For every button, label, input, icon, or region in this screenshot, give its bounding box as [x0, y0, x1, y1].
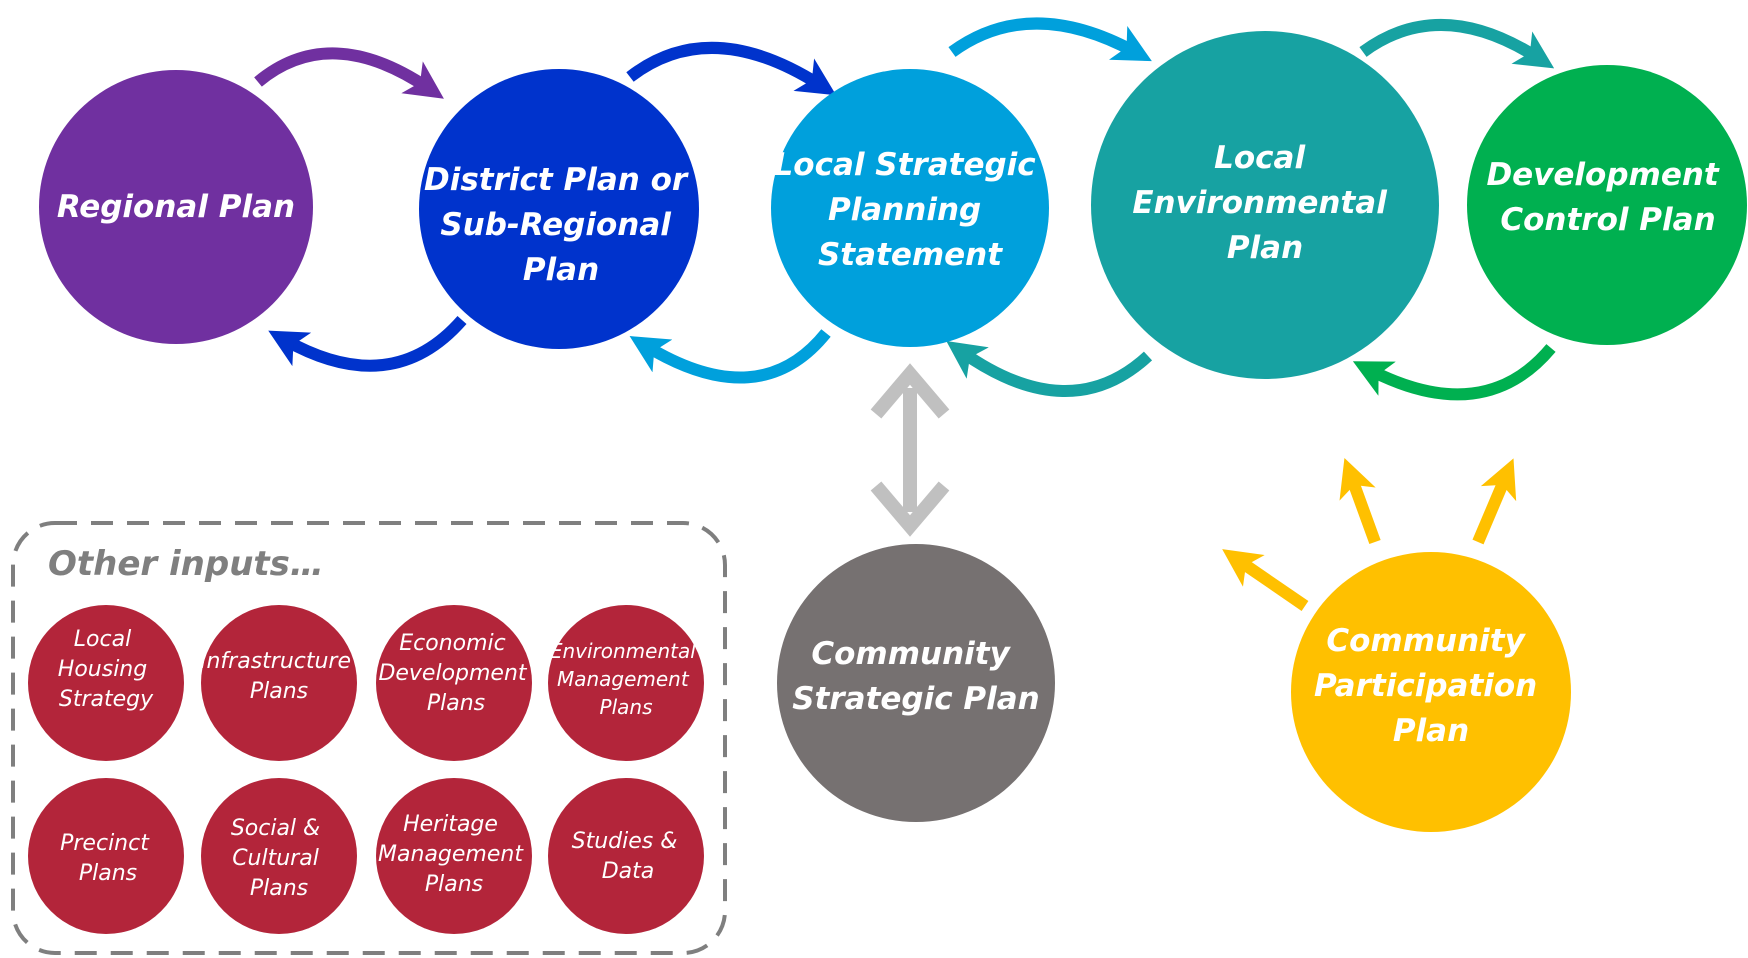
- arrow-lsps-to-lep: [948, 17, 1152, 62]
- other-input-label: Heritage Management Plans: [378, 812, 530, 897]
- other-input-circle: [28, 605, 184, 761]
- arrow-district-to-regional: [268, 316, 467, 372]
- arrow-district-to-lsps: [626, 41, 837, 96]
- lsps-circle: [771, 69, 1049, 347]
- arrow-regional-to-district: [254, 47, 444, 99]
- arrow-lep-to-dcp: [1359, 18, 1555, 69]
- arrow-lep-to-lsps: [946, 340, 1153, 397]
- other-input-circle: [376, 605, 532, 761]
- district-plan-node: District Plan or Sub-Regional Plan: [419, 69, 699, 349]
- other-inputs-group: Other inputs… Local Housing Strategy Inf…: [11, 521, 727, 955]
- dcp-node: Development Control Plan: [1467, 65, 1747, 345]
- community-strategic-plan-node: Community Strategic Plan: [777, 544, 1055, 822]
- other-inputs-title: Other inputs…: [48, 544, 324, 584]
- other-input-social-cultural: Social & Cultural Plans: [201, 778, 357, 934]
- other-input-economic-development: Economic Development Plans: [376, 605, 533, 761]
- district-plan-label: District Plan or Sub-Regional Plan: [424, 162, 698, 288]
- other-input-infrastructure: Infrastructure Plans: [200, 605, 358, 761]
- community-participation-plan-circle: [1291, 552, 1571, 832]
- dcp-circle: [1467, 65, 1747, 345]
- community-strategic-plan-circle: [777, 544, 1055, 822]
- other-input-label: Infrastructure Plans: [200, 649, 358, 704]
- other-input-circle: [201, 778, 357, 934]
- backward-arrows: [268, 316, 1556, 401]
- regional-plan-label: Regional Plan: [57, 189, 295, 225]
- other-input-circle: [548, 605, 704, 761]
- other-input-label: Precinct Plans: [60, 831, 156, 886]
- other-input-heritage-management: Heritage Management Plans: [376, 778, 532, 934]
- other-input-circle: [376, 778, 532, 934]
- other-input-label: Local Housing Strategy: [58, 627, 154, 712]
- dcp-label: Development Control Plan: [1486, 157, 1729, 238]
- arrow-dcp-to-lep: [1352, 344, 1556, 401]
- main-plan-nodes: Regional Plan District Plan or Sub-Regio…: [39, 31, 1747, 379]
- other-inputs-border: [11, 521, 727, 955]
- regional-plan-circle: [39, 70, 313, 344]
- other-input-label: Social & Cultural Plans: [231, 816, 327, 901]
- other-input-circle: [201, 605, 357, 761]
- lep-node: Local Environmental Plan: [1091, 31, 1439, 379]
- community-participation-plan-label: Community Participation Plan: [1314, 623, 1548, 749]
- lep-label: Local Environmental Plan: [1132, 140, 1397, 266]
- lep-circle: [1091, 31, 1439, 379]
- forward-arrows: [254, 17, 1555, 99]
- other-input-label: Studies & Data: [572, 829, 685, 884]
- participation-arrows: [1222, 457, 1517, 611]
- two-way-arrow: [870, 363, 950, 537]
- other-input-environmental-management: Environmental Management Plans: [548, 605, 704, 761]
- other-input-studies-data: Studies & Data: [548, 778, 704, 934]
- community-participation-plan-node: Community Participation Plan: [1291, 552, 1571, 832]
- other-input-label: Economic Development Plans: [378, 631, 533, 716]
- arrow-lsps-to-district: [629, 329, 831, 384]
- other-input-label: Environmental Management Plans: [550, 639, 702, 719]
- other-input-local-housing: Local Housing Strategy: [28, 605, 184, 761]
- community-strategic-plan-label: Community Strategic Plan: [792, 636, 1040, 717]
- other-input-precinct: Precinct Plans: [28, 778, 184, 934]
- regional-plan-node: Regional Plan: [39, 70, 313, 344]
- lsps-node: Local Strategic Planning Statement: [771, 69, 1049, 347]
- other-input-circle: [548, 778, 704, 934]
- lsps-label: Local Strategic Planning Statement: [774, 147, 1047, 273]
- other-input-circle: [28, 778, 184, 934]
- district-plan-circle: [419, 69, 699, 349]
